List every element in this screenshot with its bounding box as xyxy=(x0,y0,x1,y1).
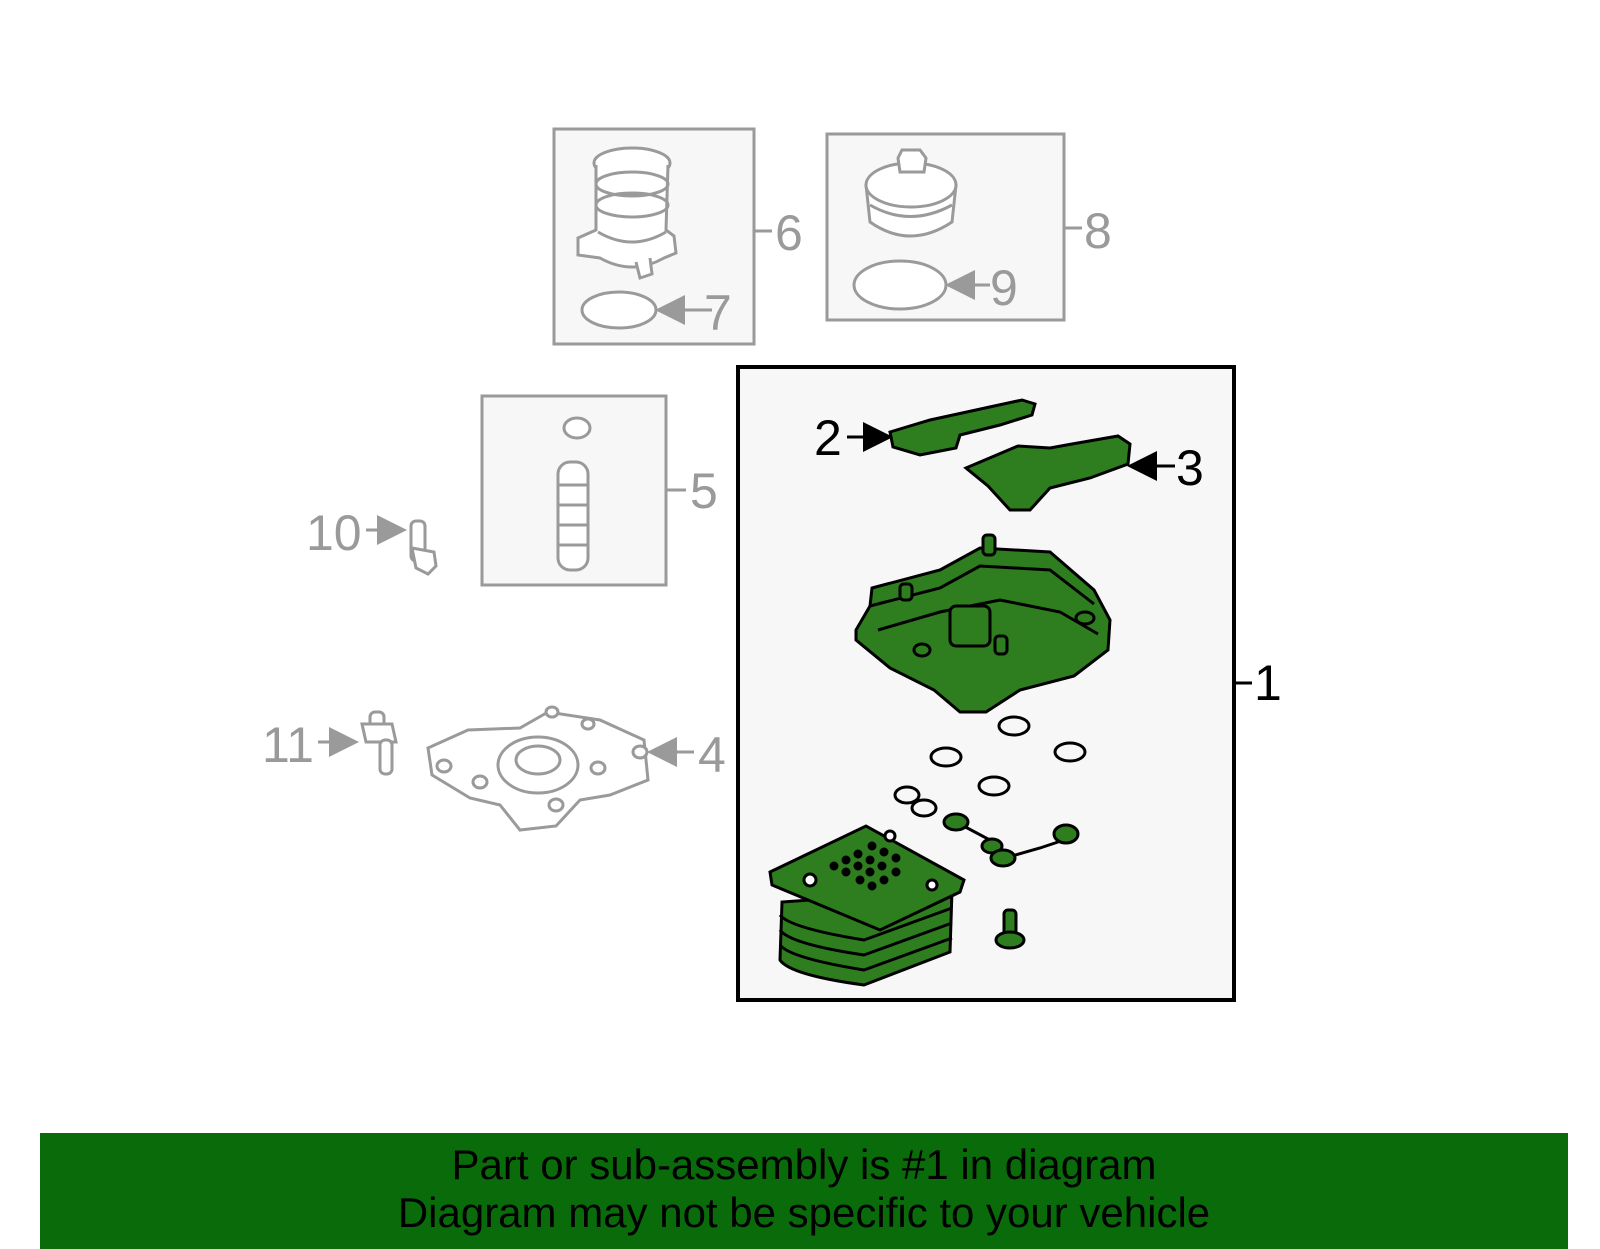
info-banner: Part or sub-assembly is #1 in diagram Di… xyxy=(40,1133,1568,1249)
gasket-2[interactable] xyxy=(888,398,1037,457)
bolt-11[interactable] xyxy=(360,710,398,776)
o-ring-7[interactable] xyxy=(580,290,658,330)
callout-5: 5 xyxy=(690,463,718,519)
callout-10: 10 xyxy=(306,505,362,561)
callout-11: 11 xyxy=(262,717,314,773)
banner-line-2: Diagram may not be specific to your vehi… xyxy=(397,1189,1211,1236)
callout-3: 3 xyxy=(1176,440,1204,496)
filter-cap-group xyxy=(825,132,1082,322)
cooler-bolt[interactable] xyxy=(994,908,1026,950)
seal-chain[interactable] xyxy=(942,812,1080,868)
filter-cap-part[interactable] xyxy=(864,148,958,238)
filter-element-part[interactable] xyxy=(556,460,590,572)
o-ring-set[interactable] xyxy=(893,715,1087,818)
callout-2: 2 xyxy=(814,410,842,466)
oil-filter-housing-group xyxy=(552,127,772,346)
bolt-10[interactable] xyxy=(409,519,438,576)
callout-1: 1 xyxy=(1254,655,1282,711)
filter-housing-part[interactable] xyxy=(576,146,678,280)
seal-part[interactable] xyxy=(562,416,592,440)
o-ring-9[interactable] xyxy=(852,259,948,311)
callout-8: 8 xyxy=(1084,203,1112,259)
filter-element-group xyxy=(480,394,686,587)
callout-7: 7 xyxy=(704,285,732,341)
oil-cooler-housing[interactable] xyxy=(854,533,1112,714)
callout-6: 6 xyxy=(775,205,803,261)
callout-9: 9 xyxy=(990,260,1018,316)
callout-4: 4 xyxy=(698,727,726,783)
oil-cooler-core[interactable] xyxy=(768,824,966,987)
adapter-housing-4[interactable] xyxy=(426,705,650,832)
oil-cooler-assembly-box xyxy=(736,365,1252,1002)
banner-line-1: Part or sub-assembly is #1 in diagram xyxy=(451,1141,1157,1188)
